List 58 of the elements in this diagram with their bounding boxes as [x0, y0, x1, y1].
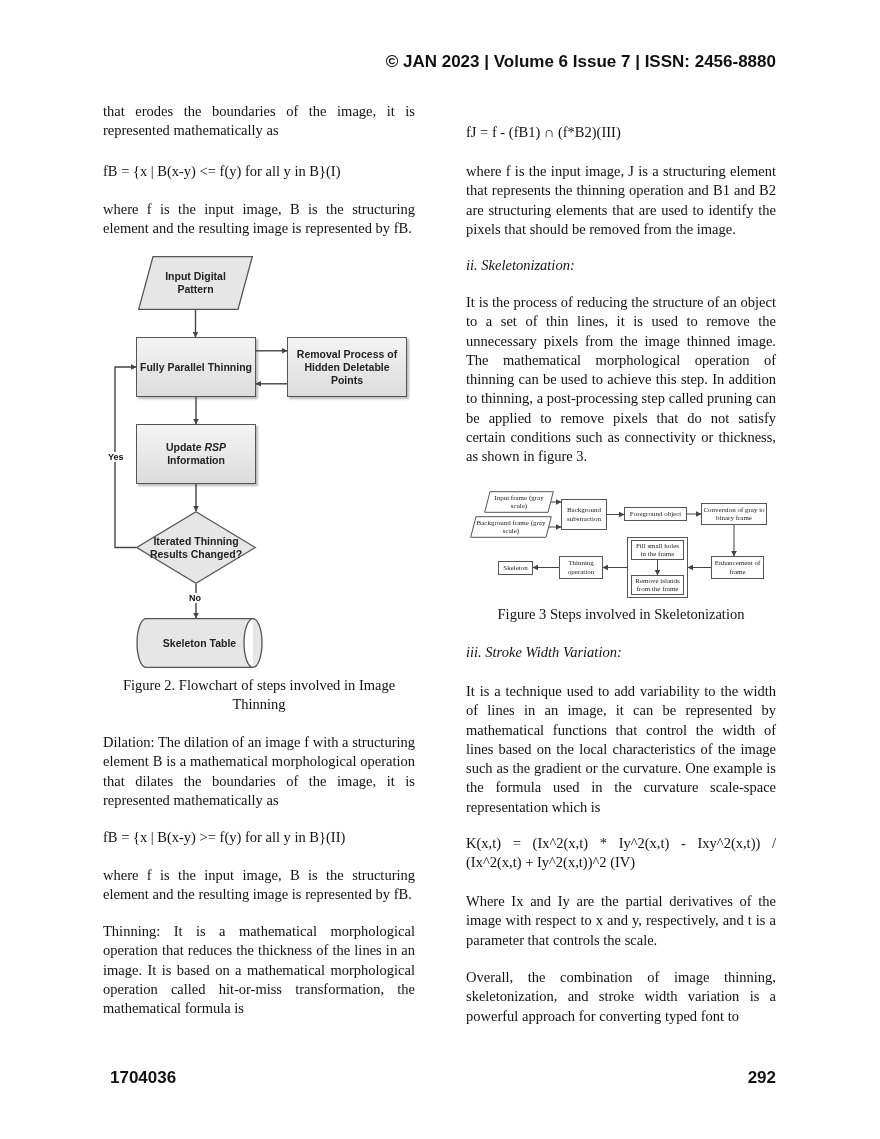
- node-label: Fully Parallel Thinning: [140, 360, 252, 374]
- process-box: [287, 337, 407, 397]
- paragraph: that erodes the boundaries of the image, it is represented mathematically as: [103, 102, 415, 141]
- equation: K(x,t) = (Ix^2(x,t) * Iy^2(x,t) - Ixy^2(x,t)) / (Ix^2(x,t) + Iy^2(x,t))^2 (IV): [466, 834, 776, 873]
- section-heading: ii. Skeletonization:: [466, 256, 576, 275]
- arrow: [548, 524, 562, 530]
- node-label: Iterated Thinning Results Changed?: [149, 534, 243, 561]
- page-number: 292: [746, 1068, 776, 1088]
- page-header: © JAN 2023 | Volume 6 Issue 7 | ISSN: 2456-8880: [384, 52, 776, 72]
- paragraph: where f is the input image, B is the structuring element and the resulting image is represented by fB.: [103, 200, 415, 239]
- arrow: [193, 396, 199, 425]
- equation: fB = {x | B(x-y) <= f(y) for all y in B}(I): [103, 162, 342, 181]
- paragraph: Overall, the combination of image thinning, skeletonization, and stroke width variation is a powerful approach for converting typed font to: [466, 968, 776, 1026]
- arrow: [532, 564, 560, 571]
- node-label: Skeleton Table: [162, 636, 237, 650]
- page-footer: 1704036: [110, 1068, 310, 1088]
- node-label: Update RSP Information: [164, 441, 228, 467]
- edge-label: No: [188, 593, 202, 603]
- figure-caption: Figure 2. Flowchart of steps involved in Image Thinning: [121, 676, 397, 715]
- arrow: [255, 380, 288, 387]
- arrow: [731, 524, 737, 557]
- equation: fB = {x | B(x-y) >= f(y) for all y in B}(II): [103, 828, 347, 847]
- process-box: [559, 556, 603, 579]
- arrow: [654, 559, 661, 576]
- storage-cylinder: [136, 618, 263, 668]
- arrow: [255, 347, 288, 354]
- arrow: [606, 511, 625, 518]
- input-parallelogram: [138, 256, 253, 310]
- process-box: [561, 499, 607, 530]
- paragraph: Where Ix and Iy are the partial derivatives of the image with respect to x and y, respectively, and t is a parameter that controls the scale.: [466, 892, 776, 950]
- arrow: [192, 309, 199, 338]
- arrow: [193, 583, 199, 619]
- paragraph: It is a technique used to add variability to the width of lines in an image, it can be represented by mathematical functions that control the width of lines based on the local characteristics of the image such as the gradient or the curvature. One example is the formula used in the curvature scale-space representation which is: [466, 682, 776, 817]
- paragraph: Thinning: It is a mathematical morphological operation that reduces the thickness of the lines in an image. It is based on a mathematical morphological operation called hit-or-miss transformation, the mathematical formula is: [103, 922, 415, 1019]
- paragraph: where f is the input image, B is the structuring element and the resulting image is represented by fB.: [103, 866, 415, 905]
- process-box: [136, 337, 256, 397]
- section-heading: iii. Stroke Width Variation:: [466, 643, 623, 662]
- decision-diamond: [136, 511, 256, 584]
- edge-label: Yes: [107, 452, 125, 462]
- node-label: Removal Process of Hidden Deletable Points: [295, 347, 399, 387]
- input-parallelogram: [470, 516, 552, 538]
- group-box: [627, 537, 688, 598]
- arrow: [193, 483, 199, 512]
- arrow: [687, 564, 712, 571]
- equation: fJ = f - (fB1) ∩ (f*B2)(III): [466, 123, 622, 142]
- arrow: [686, 511, 702, 517]
- paragraph: Dilation: The dilation of an image f with a structuring element B is a mathematical morphological operation that dilates the boundaries of the image, it is represented mathematically as: [103, 733, 415, 810]
- process-box: [624, 507, 687, 521]
- input-parallelogram: [484, 491, 554, 513]
- arrow: [114, 364, 137, 549]
- process-box: [498, 561, 533, 575]
- node-label: Input Digital Pattern: [164, 270, 227, 296]
- arrow: [550, 499, 562, 505]
- paragraph: where f is the input image, J is a structuring element that represents the thinning operation and B1 and B2 are structuring elements that are used to identify the pixels that should be removed from the image.: [466, 162, 776, 239]
- process-box: [136, 424, 256, 484]
- figure-caption: Figure 3 Steps involved in Skeletonization: [496, 605, 746, 624]
- paragraph: It is the process of reducing the structure of an object to a set of thin lines, it is used to remove the unnecessary pixels from the image thinned image. The mathematical morphological operation of thinning can be used to achieve this step. In addition to thinning, a post-processing step called pruning can be applied to remove pixels that do not satisfy certain conditions such as connectivity or thickness, as shown in figure 3.: [466, 293, 776, 467]
- arrow: [602, 564, 628, 571]
